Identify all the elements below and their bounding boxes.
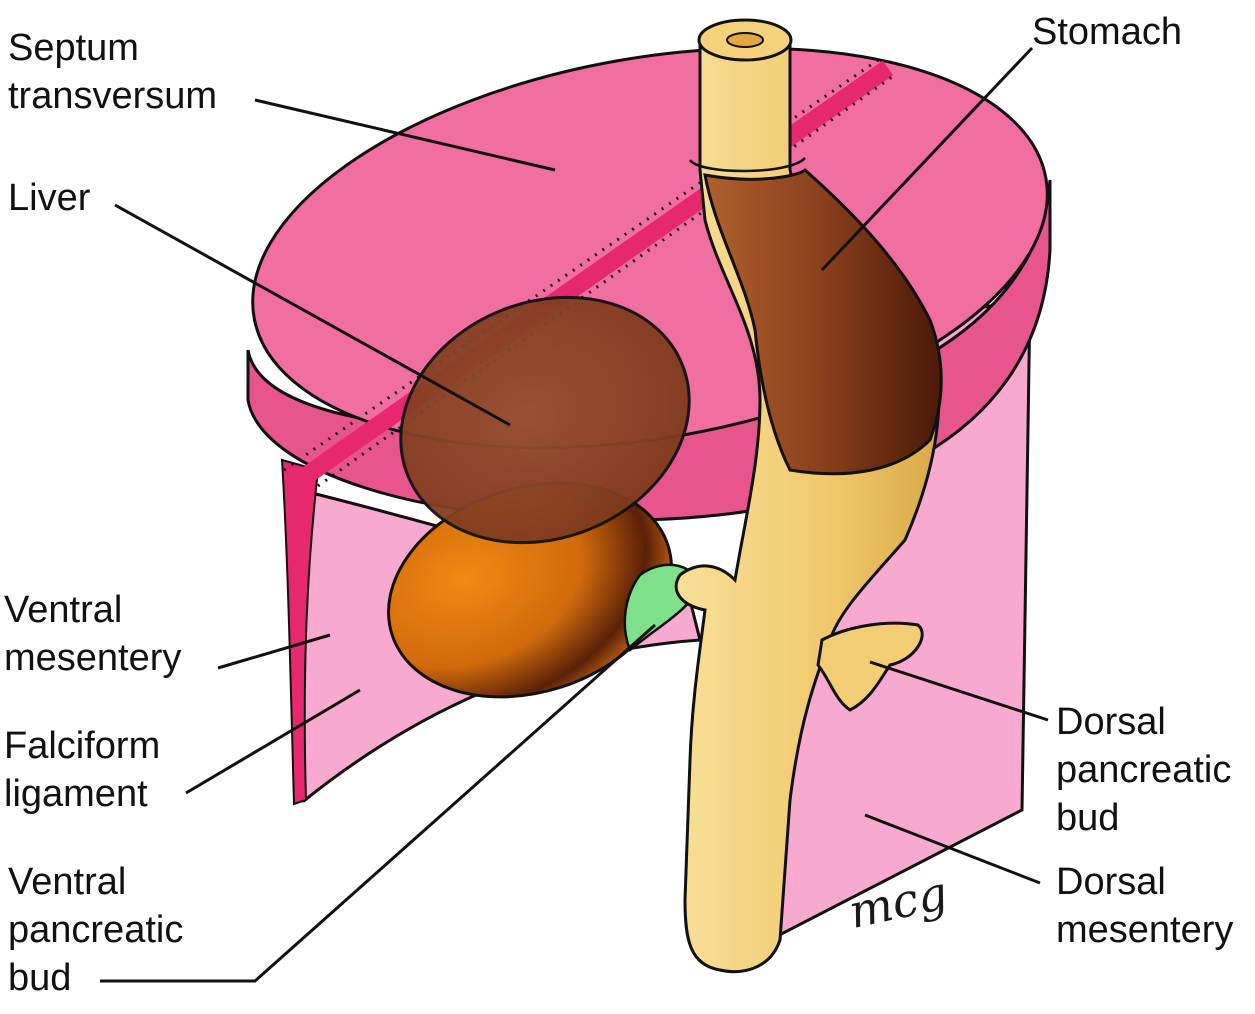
label-ventral-mesentery: Ventral mesentery [4,586,181,682]
label-liver: Liver [8,174,90,222]
label-ventral-pancreatic-bud: Ventral pancreatic bud [8,858,183,1002]
label-septum-transversum: Septum transversum [8,24,217,120]
label-falciform-ligament: Falciform ligament [4,722,160,818]
label-dorsal-pancreatic-bud: Dorsal pancreatic bud [1056,698,1231,842]
label-stomach: Stomach [1032,8,1182,56]
label-dorsal-mesentery: Dorsal mesentery [1056,858,1233,954]
